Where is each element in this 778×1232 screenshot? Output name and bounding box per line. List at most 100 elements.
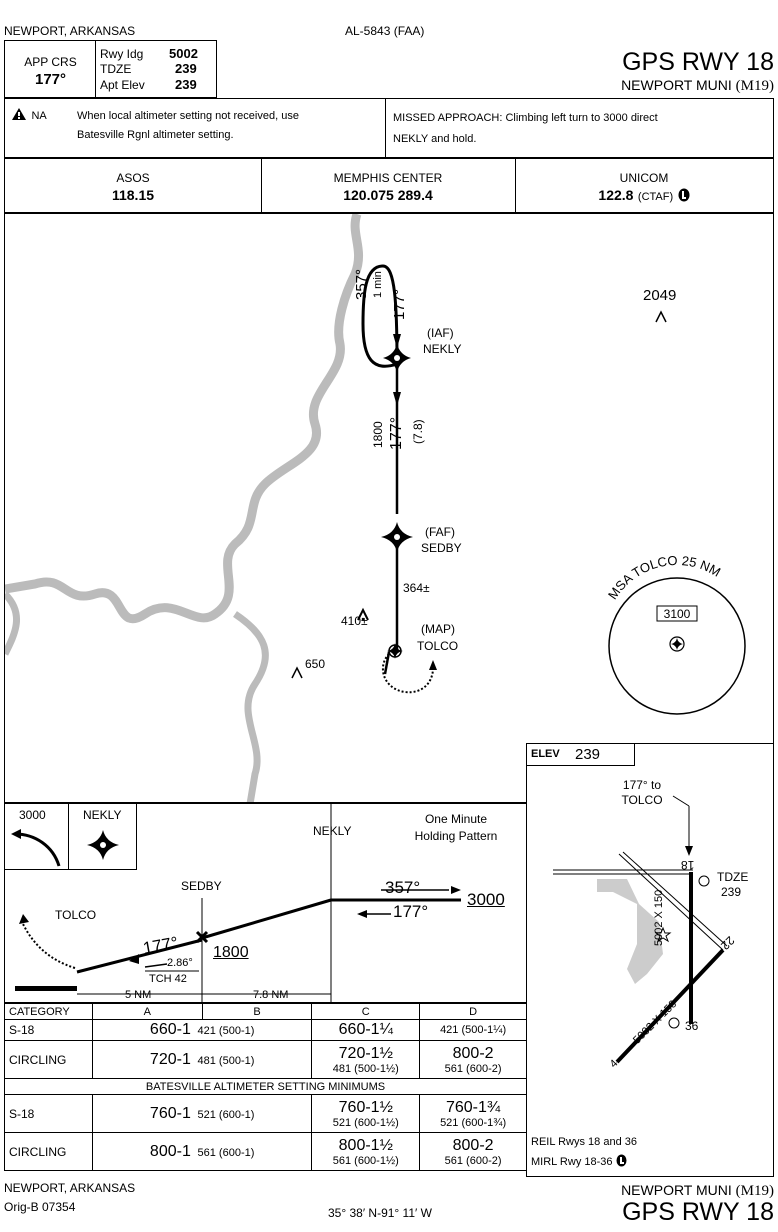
footer-airport-id: (M19) — [735, 1183, 774, 1199]
circling-ab-main: 720-1 — [149, 1050, 191, 1068]
course-arrow-head — [685, 846, 693, 856]
notes-box: NA When local altimeter setting not rece… — [4, 98, 774, 158]
plan-view-drawing: MSA TOLCO 25 NM — [5, 214, 746, 802]
s18b-d-main: 760-1¾ — [445, 1098, 501, 1116]
msa-center-icon — [669, 636, 685, 652]
hold-fix-icon — [87, 830, 119, 860]
header-d: D — [419, 1003, 527, 1020]
hold-altitude: 3000 — [19, 808, 46, 822]
dme-icon — [698, 875, 710, 887]
circling-c-sub: 481 (500-1½) — [332, 1062, 399, 1075]
profile-missed-path — [22, 923, 76, 969]
footer-location: NEWPORT, ARKANSAS — [4, 1181, 136, 1195]
profile-inbound-course: 177° — [393, 902, 429, 921]
center-label: MEMPHIS CENTER — [333, 171, 443, 185]
faf-label: (FAF) — [425, 525, 455, 539]
footer-airport: NEWPORT MUNI (M19) — [500, 1182, 774, 1200]
holding-time: 1 min — [372, 271, 384, 298]
climbing-turn-icon — [11, 829, 61, 867]
plan-view: MSA TOLCO 25 NM 357° 1 min 177° (IAF) NE… — [4, 213, 774, 803]
circb-d-sub: 561 (600-2) — [444, 1154, 502, 1167]
circling-label: CIRCLING — [4, 1040, 93, 1079]
profile-view: 3000 NEKLY NEKLY One Minute Holding Patt… — [4, 803, 527, 1004]
river-main — [5, 214, 363, 624]
circling-ab-sub: 481 (500-1) — [197, 1054, 255, 1067]
course-note-line2: TOLCO — [621, 793, 663, 807]
unicom-label: UNICOM — [619, 171, 669, 185]
circling-ab-cell: 720-1 481 (500-1) — [91, 1040, 313, 1079]
s18-ab-sub: 421 (500-1) — [197, 1025, 255, 1037]
obstacle-650-icon — [291, 666, 303, 679]
header-b: B — [201, 1003, 313, 1020]
one-minute-line2: Holding Pattern — [414, 829, 498, 843]
obstacle-2049-icon — [655, 310, 667, 323]
asos-label: ASOS — [116, 171, 150, 185]
profile-drawing — [15, 804, 461, 1004]
runway-4-22 — [615, 948, 725, 1064]
notes-divider — [385, 99, 386, 157]
footer-coordinates: 35° 38′ N-91° 11′ W — [328, 1206, 432, 1220]
circling-d-sub: 561 (600-2) — [444, 1062, 502, 1075]
batesville-row: BATESVILLE ALTIMETER SETTING MINIMUMS — [4, 1078, 527, 1095]
comms-box: ASOS 118.15 MEMPHIS CENTER 120.075 289.4… — [4, 158, 774, 213]
comms-divider-1 — [261, 159, 262, 212]
profile-nekly: NEKLY — [313, 824, 352, 838]
header-location: NEWPORT, ARKANSAS — [4, 24, 136, 38]
segment-distance: (7.8) — [411, 419, 425, 444]
course-leader — [672, 795, 690, 807]
missed-approach-path — [381, 653, 434, 694]
asos-frequency: 118.15 — [111, 187, 155, 203]
faf-fix-icon — [381, 522, 413, 552]
course-note-line1: 177° to — [622, 778, 662, 792]
faf-name: SEDBY — [421, 541, 462, 555]
footer-orig: Orig-B 07354 — [4, 1200, 76, 1214]
s18-ab-cell: 660-1 421 (500-1) — [91, 1019, 313, 1041]
airport-id: (M19) — [735, 78, 774, 94]
missed-approach-arrow — [429, 660, 437, 670]
obstacle-650: 650 — [305, 657, 326, 671]
map-fix-icon — [387, 643, 403, 659]
airport-drawing — [553, 795, 728, 1064]
profile-fix-altitude: 1800 — [213, 944, 249, 961]
holding-inbound-course: 177° — [391, 288, 408, 320]
elev-value: 239 — [575, 746, 601, 763]
circb-c-sub: 561 (600-1½) — [332, 1154, 399, 1167]
holding-pattern — [361, 264, 399, 368]
profile-outbound-course: 357° — [385, 878, 421, 897]
inbound-arrow-head — [357, 910, 367, 918]
profile-sedby: SEDBY — [181, 879, 222, 893]
airport-name: NEWPORT MUNI — [621, 77, 732, 93]
s18b-c-sub: 521 (600-1½) — [332, 1116, 399, 1129]
threshold-crossing-height: TCH 42 — [149, 973, 187, 985]
holding-outbound-course: 357° — [353, 268, 370, 300]
lighting-note-1: REIL Rwys 18 and 36 — [531, 1136, 637, 1148]
rwy-ldg-value: 5002 — [169, 46, 198, 61]
s18-c: 660-1¼ — [311, 1019, 421, 1041]
unicom-frequency-block: 122.8 (CTAF) — [515, 187, 773, 205]
circb-ab-main: 800-1 — [149, 1142, 191, 1160]
runway-18-36-dims: 5002 X 150 — [653, 889, 665, 946]
intermediate-segment — [201, 898, 332, 940]
final-descent — [76, 938, 203, 974]
one-minute-line1: One Minute — [424, 812, 488, 826]
chart-title: GPS RWY 18 — [622, 48, 774, 76]
profile-missed-arrow — [19, 914, 29, 924]
missed-approach-line2: NEKLY and hold. — [393, 133, 477, 145]
lighting-note-2: MIRL Rwy 18-36 — [531, 1156, 613, 1168]
elev-box: ELEV 239 — [527, 744, 635, 766]
tdze-value: 239 — [175, 61, 197, 76]
airport-diagram: ELEV 239 177° to TOLCO 18 TDZE 239 22 50… — [526, 743, 774, 1177]
altimeter-note-line1: When local altimeter setting not receive… — [77, 110, 299, 122]
apt-elev-value: 239 — [175, 77, 197, 92]
s18b-ab-sub: 521 (600-1) — [197, 1108, 255, 1121]
apt-elev-label: Apt Elev — [100, 78, 145, 92]
app-crs-label: APP CRS — [24, 55, 77, 69]
approach-info-box: APP CRS 177° Rwy Idg 5002 TDZE 239 Apt E… — [4, 40, 217, 98]
tdze-value-diagram: 239 — [721, 885, 742, 899]
ctaf-label: (CTAF) — [637, 191, 674, 203]
outbound-arrow-head — [451, 886, 461, 894]
chart-id: AL-5843 (FAA) — [345, 24, 425, 38]
